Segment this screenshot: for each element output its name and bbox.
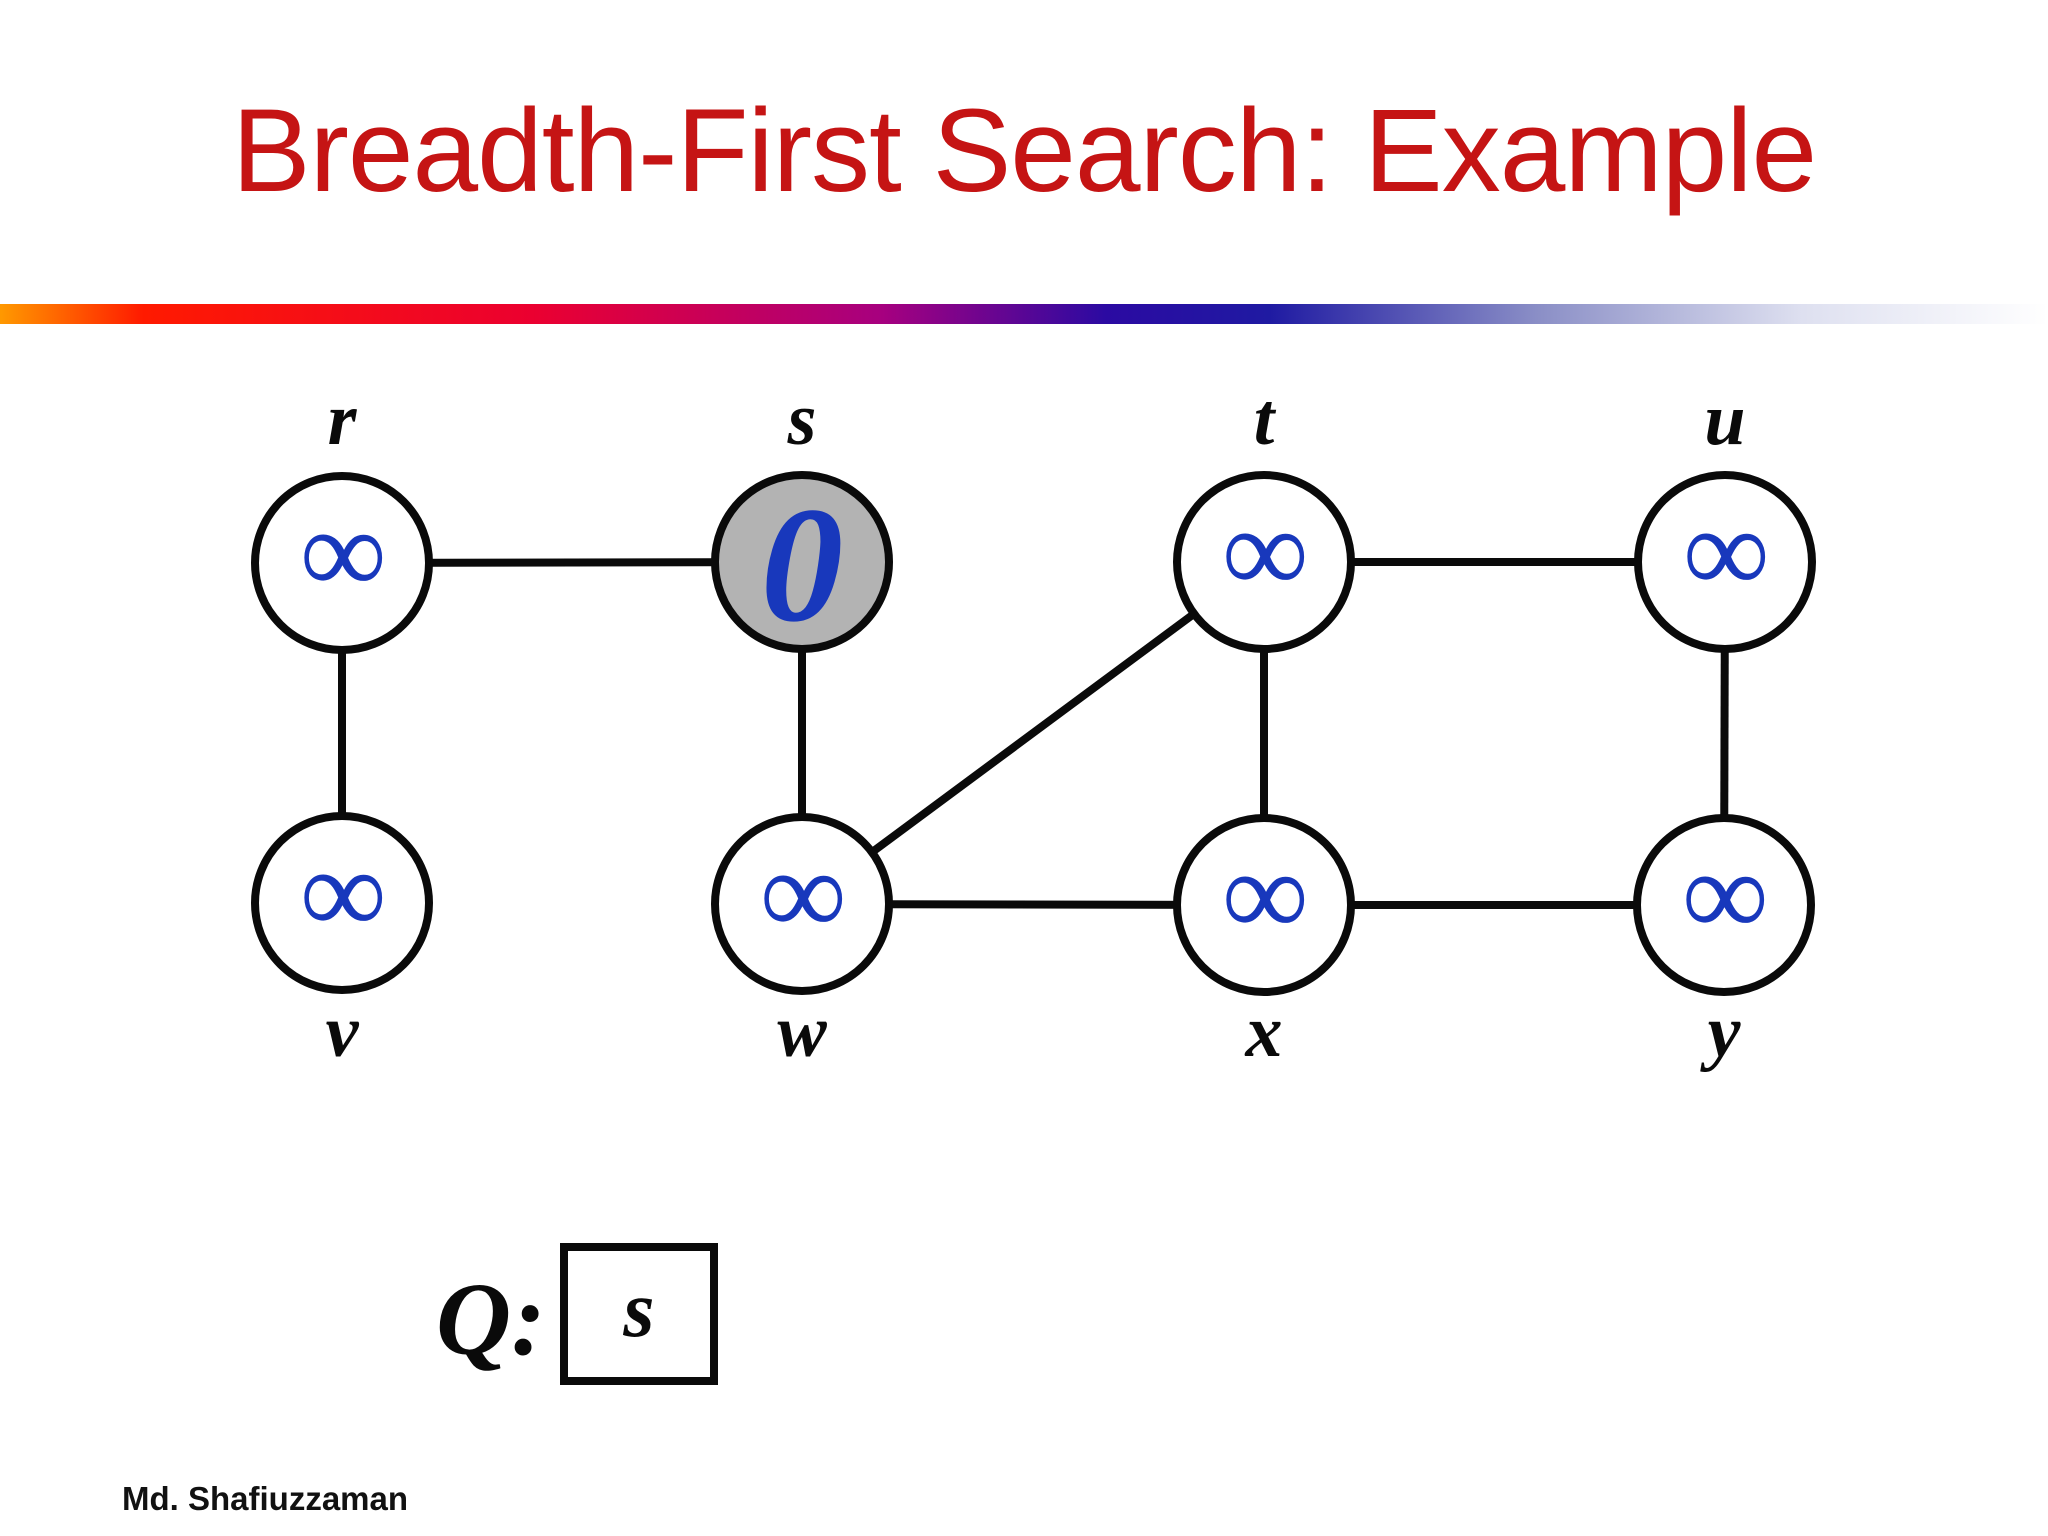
node-label-x: x bbox=[1245, 991, 1283, 1073]
node-s-value: 0 bbox=[761, 473, 844, 656]
node-u-value: ∞ bbox=[1682, 484, 1769, 619]
node-w bbox=[711, 813, 893, 995]
footer-author: Md. Shafiuzzaman bbox=[122, 1480, 409, 1517]
slide-title: Breadth-First Search: Example bbox=[231, 85, 1817, 217]
node-u bbox=[1634, 471, 1816, 653]
node-t bbox=[1173, 471, 1355, 653]
node-y-value: ∞ bbox=[1681, 827, 1768, 962]
node-label-r: r bbox=[328, 379, 358, 461]
node-label-w: w bbox=[777, 991, 827, 1073]
node-s bbox=[711, 471, 893, 653]
node-label-y: y bbox=[1700, 991, 1742, 1073]
queue-label: Q: bbox=[436, 1262, 546, 1377]
accent-bar bbox=[0, 304, 2048, 324]
node-label-t: t bbox=[1254, 379, 1277, 461]
queue-item: s bbox=[623, 1266, 655, 1354]
node-x-value: ∞ bbox=[1221, 827, 1308, 962]
node-y bbox=[1633, 814, 1815, 996]
node-t-value: ∞ bbox=[1221, 484, 1308, 619]
queue-box: s bbox=[560, 1243, 718, 1385]
node-v bbox=[251, 812, 433, 994]
node-v-value: ∞ bbox=[299, 825, 386, 960]
edge-w-t bbox=[799, 558, 1267, 908]
node-label-s: s bbox=[787, 379, 817, 461]
node-w-value: ∞ bbox=[759, 826, 846, 961]
node-r bbox=[251, 472, 433, 654]
node-r-value: ∞ bbox=[299, 485, 386, 620]
node-label-u: u bbox=[1704, 379, 1745, 461]
node-label-v: v bbox=[326, 991, 360, 1073]
node-x bbox=[1173, 814, 1355, 996]
